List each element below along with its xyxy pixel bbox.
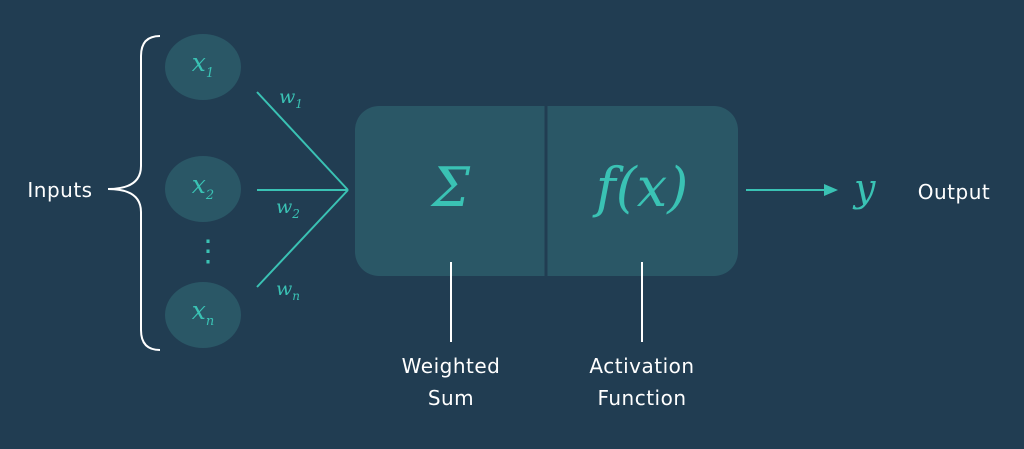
activation-function-label: Activation Function [589,354,695,410]
node-label-x1: x1 [191,48,215,81]
output-arrowhead [824,184,838,196]
input-node-x2 [165,156,241,222]
inputs-label: Inputs [27,178,93,202]
node-label-x2: x2 [191,170,215,203]
node-label-xn: xn [191,296,215,329]
input-node-xn [165,282,241,348]
weight-label-w1: w1 [279,86,303,111]
input-node-x1 [165,34,241,100]
activation-symbol: f(x) [595,156,689,219]
weight-label-wn: wn [276,278,300,303]
inputs-ellipsis: ⋮ [193,234,223,269]
inputs-brace [107,35,161,351]
weight-label-w2: w2 [276,196,300,221]
output-symbol: y [854,166,876,210]
connection-line-1 [256,91,349,191]
weighted-sum-label: Weighted Sum [401,354,501,410]
output-label: Output [917,180,991,204]
connection-line-n [256,189,349,288]
sum-symbol: Σ [431,156,471,219]
